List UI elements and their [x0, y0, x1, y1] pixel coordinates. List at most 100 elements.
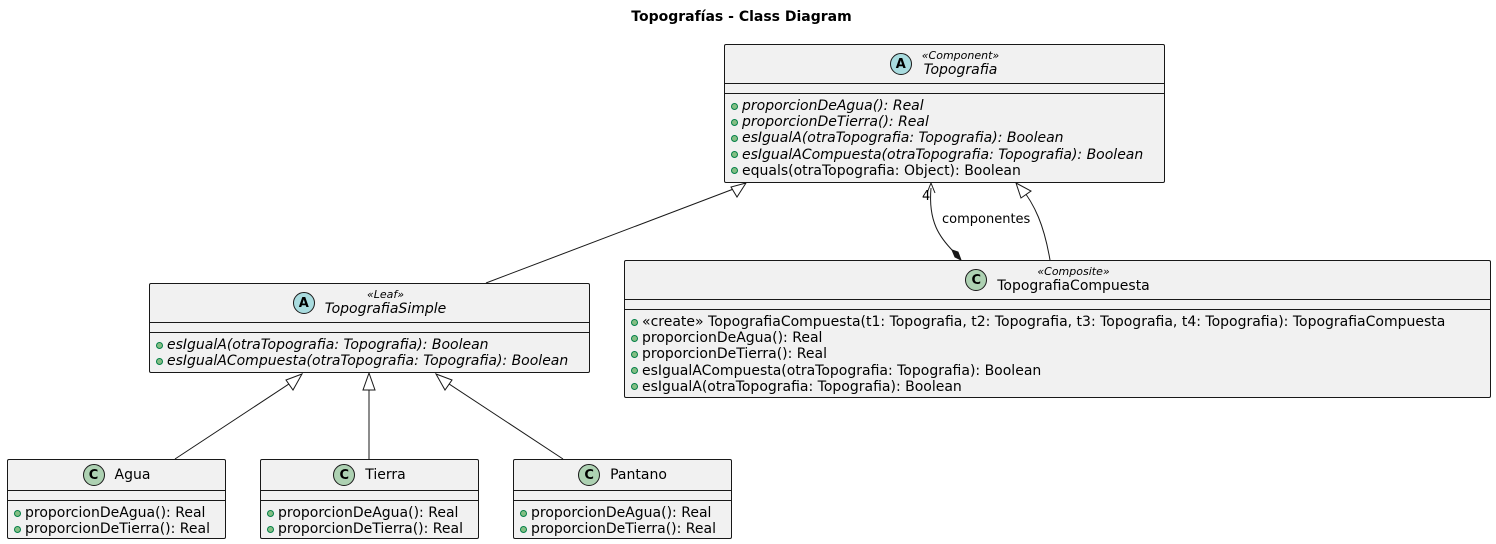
- methods-section: «create» TopografiaCompuesta(t1: Topogra…: [625, 310, 1490, 399]
- public-visibility-icon: [631, 367, 638, 375]
- fields-section: [625, 300, 1490, 310]
- fields-section: [725, 84, 1164, 94]
- method-row: proporcionDeAgua(): Real: [631, 330, 1490, 346]
- public-visibility-icon: [520, 509, 527, 517]
- method-row: proporcionDeTierra(): Real: [731, 114, 1164, 130]
- class-name: Tierra: [365, 467, 406, 483]
- class-stereotype: «Leaf»: [366, 288, 405, 301]
- generalization-simple-arrowhead: [730, 182, 748, 198]
- method-row: proporcionDeAgua(): Real: [731, 98, 1164, 114]
- fields-section: [514, 491, 731, 501]
- methods-section: esIgualA(otraTopografia: Topografia): Bo…: [150, 333, 589, 373]
- method-row: proporcionDeTierra(): Real: [631, 346, 1490, 362]
- public-visibility-icon: [14, 525, 21, 533]
- composition-label: componentes: [942, 212, 1031, 227]
- class-icon: C: [578, 464, 601, 486]
- public-visibility-icon: [731, 151, 738, 159]
- method-row: proporcionDeTierra(): Real: [267, 521, 478, 537]
- public-visibility-icon: [156, 357, 163, 365]
- composition-diamond: [951, 249, 962, 262]
- class-topografia-compuesta[interactable]: C «Composite» TopografiaCompuesta «creat…: [624, 260, 1491, 398]
- public-visibility-icon: [631, 318, 638, 326]
- method-row: proporcionDeAgua(): Real: [520, 505, 731, 521]
- public-visibility-icon: [631, 383, 638, 391]
- class-name: Topografia: [923, 62, 998, 78]
- method-signature: proporcionDeAgua(): Real: [25, 505, 206, 522]
- class-pantano[interactable]: C Pantano proporcionDeAgua(): Real propo…: [513, 459, 732, 539]
- fields-section: [261, 491, 478, 501]
- method-signature: esIgualA(otraTopografia: Topografia): Bo…: [167, 337, 489, 354]
- class-header: C Agua: [8, 460, 225, 491]
- class-name: Pantano: [610, 467, 667, 483]
- method-signature: proporcionDeTierra(): Real: [278, 521, 463, 538]
- class-tierra[interactable]: C Tierra proporcionDeAgua(): Real propor…: [260, 459, 479, 539]
- diagram-title: Topografías - Class Diagram: [631, 9, 852, 25]
- method-row: esIgualACompuesta(otraTopografia: Topogr…: [156, 353, 589, 369]
- method-signature: esIgualACompuesta(otraTopografia: Topogr…: [167, 353, 569, 370]
- class-topografia-simple[interactable]: A «Leaf» TopografiaSimple esIgualA(otraT…: [149, 283, 590, 373]
- public-visibility-icon: [520, 525, 527, 533]
- method-row: esIgualA(otraTopografia: Topografia): Bo…: [156, 337, 589, 353]
- class-name: TopografiaCompuesta: [997, 278, 1150, 294]
- public-visibility-icon: [731, 118, 738, 126]
- public-visibility-icon: [731, 167, 738, 175]
- class-header: C Tierra: [261, 460, 478, 491]
- class-agua[interactable]: C Agua proporcionDeAgua(): Real proporci…: [7, 459, 226, 539]
- methods-section: proporcionDeAgua(): Real proporcionDeTie…: [725, 94, 1164, 183]
- method-row: proporcionDeAgua(): Real: [14, 505, 225, 521]
- generalization-tierra-arrowhead: [362, 371, 376, 391]
- abstract-class-icon: A: [889, 53, 912, 75]
- public-visibility-icon: [731, 134, 738, 142]
- public-visibility-icon: [14, 509, 21, 517]
- method-row: equals(otraTopografia: Object): Boolean: [731, 163, 1164, 179]
- method-row: esIgualA(otraTopografia: Topografia): Bo…: [631, 379, 1490, 395]
- public-visibility-icon: [631, 350, 638, 358]
- method-row: esIgualACompuesta(otraTopografia: Topogr…: [731, 147, 1164, 163]
- method-row: esIgualA(otraTopografia: Topografia): Bo…: [731, 130, 1164, 146]
- class-header: C «Composite» TopografiaCompuesta: [625, 261, 1490, 300]
- method-signature: esIgualA(otraTopografia: Topografia): Bo…: [742, 130, 1064, 147]
- class-icon: C: [82, 464, 105, 486]
- public-visibility-icon: [631, 334, 638, 342]
- generalization-agua-simple: [174, 377, 299, 460]
- method-signature: proporcionDeAgua(): Real: [531, 505, 712, 522]
- class-header: A «Component» Topografia: [725, 45, 1164, 84]
- method-signature: equals(otraTopografia: Object): Boolean: [742, 162, 1021, 179]
- method-signature: proporcionDeTierra(): Real: [642, 346, 827, 363]
- method-signature: proporcionDeAgua(): Real: [278, 505, 459, 522]
- composition-multiplicity: 4: [922, 189, 931, 204]
- class-icon: C: [965, 269, 988, 291]
- method-signature: proporcionDeTierra(): Real: [742, 114, 929, 131]
- method-signature: «create» TopografiaCompuesta(t1: Topogra…: [642, 314, 1446, 331]
- class-header: A «Leaf» TopografiaSimple: [150, 284, 589, 323]
- method-signature: proporcionDeTierra(): Real: [531, 521, 716, 538]
- method-signature: esIgualA(otraTopografia: Topografia): Bo…: [642, 378, 962, 395]
- method-signature: esIgualACompuesta(otraTopografia: Topogr…: [642, 362, 1042, 379]
- methods-section: proporcionDeAgua(): Real proporcionDeTie…: [261, 501, 478, 541]
- method-row: esIgualACompuesta(otraTopografia: Topogr…: [631, 363, 1490, 379]
- method-signature: proporcionDeAgua(): Real: [642, 330, 823, 347]
- method-signature: proporcionDeAgua(): Real: [742, 98, 924, 115]
- public-visibility-icon: [267, 525, 274, 533]
- class-icon: C: [333, 464, 356, 486]
- class-topografia[interactable]: A «Component» Topografia proporcionDeAgu…: [724, 44, 1165, 183]
- method-row: «create» TopografiaCompuesta(t1: Topogra…: [631, 314, 1490, 330]
- composition-line: [930, 187, 955, 253]
- method-signature: esIgualACompuesta(otraTopografia: Topogr…: [742, 146, 1144, 163]
- generalization-agua-arrowhead: [285, 373, 304, 391]
- fields-section: [150, 323, 589, 333]
- public-visibility-icon: [156, 341, 163, 349]
- class-header: C Pantano: [514, 460, 731, 491]
- class-stereotype: «Component»: [921, 49, 1000, 62]
- method-signature: proporcionDeTierra(): Real: [25, 521, 210, 538]
- class-name: TopografiaSimple: [324, 301, 447, 317]
- fields-section: [8, 491, 225, 501]
- class-name: Agua: [114, 467, 151, 483]
- generalization-pantano-simple: [439, 377, 564, 460]
- methods-section: proporcionDeAgua(): Real proporcionDeTie…: [8, 501, 225, 541]
- methods-section: proporcionDeAgua(): Real proporcionDeTie…: [514, 501, 731, 541]
- method-row: proporcionDeTierra(): Real: [520, 521, 731, 537]
- public-visibility-icon: [267, 509, 274, 517]
- generalization-pantano-arrowhead: [434, 373, 453, 391]
